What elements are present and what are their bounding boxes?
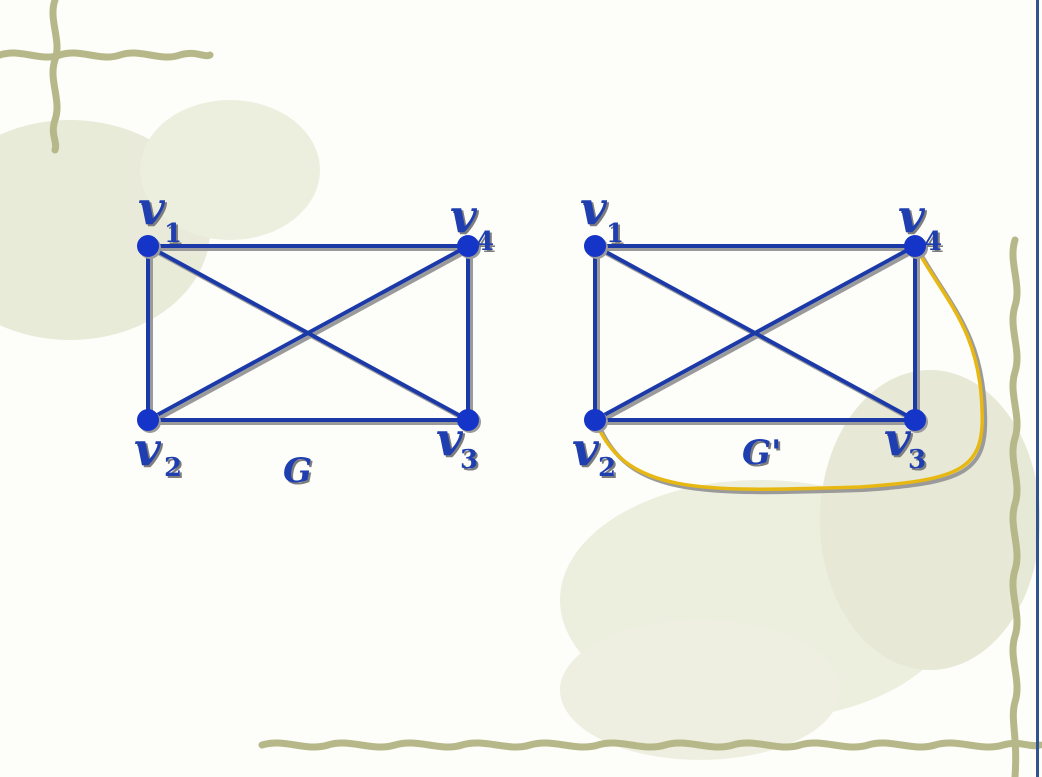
- vertex-label-shadow: v: [582, 183, 610, 237]
- vertex-subscript-shadow: 1: [608, 221, 626, 251]
- vertex-label-v4: v: [450, 189, 478, 243]
- vertex-v3: [904, 409, 926, 431]
- vertex-subscript-v2: 2: [598, 453, 616, 483]
- right-frame-line: [1036, 0, 1039, 777]
- vertex-label-v2: v: [134, 422, 162, 476]
- vertex-label-v3: v: [884, 412, 912, 466]
- vertex-label-shadow: v: [452, 191, 480, 245]
- vertex-label-v1: v: [580, 181, 608, 235]
- vertex-subscript-v3: 3: [460, 445, 478, 475]
- vertex-label-v3: v: [436, 412, 464, 466]
- vertex-label-v2: v: [572, 422, 600, 476]
- vertex-subscript-shadow: 4: [926, 229, 944, 259]
- vertex-subscript-shadow: 1: [166, 221, 184, 251]
- vertex-v3: [457, 409, 479, 431]
- vertex-subscript-v4: 4: [476, 227, 494, 257]
- vine-border-bottom: [258, 739, 1042, 751]
- vertex-subscript-v1: 1: [164, 219, 182, 249]
- vine-border-right: [1009, 236, 1021, 777]
- vertex-subscript-shadow: 4: [478, 229, 496, 259]
- vertex-subscript-shadow: 3: [910, 447, 928, 477]
- vertex-subscript-v4: 4: [924, 227, 942, 257]
- vertex-subscript-v3: 3: [908, 445, 926, 475]
- graph-label-shadow: G': [744, 435, 783, 475]
- vertex-subscript-v2: 2: [164, 453, 182, 483]
- vertex-label-shadow: v: [574, 424, 602, 478]
- graph-label-G: G: [283, 451, 312, 491]
- vertex-label-shadow: v: [438, 414, 466, 468]
- vertex-label-shadow: v: [886, 414, 914, 468]
- vertex-label-v1: v: [138, 181, 166, 235]
- vertex-v1: [584, 235, 606, 257]
- vertex-subscript-shadow: 3: [462, 447, 480, 477]
- vertex-v4: [457, 235, 479, 257]
- vertex-label-shadow: v: [136, 424, 164, 478]
- vertex-v1: [137, 235, 159, 257]
- vertex-v2: [584, 409, 606, 431]
- edge-v2-v4: [593, 244, 917, 422]
- vertex-label-shadow: v: [140, 183, 168, 237]
- vertex-label-v4: v: [898, 189, 926, 243]
- vertex-v2: [137, 409, 159, 431]
- vertex-subscript-shadow: 2: [600, 455, 618, 485]
- extra-edge-v2-v4: [593, 245, 984, 491]
- vertex-label-shadow: v: [900, 191, 928, 245]
- vine-corner-top-left: [0, 0, 214, 154]
- graph-label-G-prime: G': [742, 433, 781, 473]
- vertex-subscript-v1: 1: [606, 219, 624, 249]
- vertex-v4: [904, 235, 926, 257]
- graph-label-shadow: G: [285, 453, 314, 493]
- vertex-subscript-shadow: 2: [166, 455, 184, 485]
- edge-v2-v4: [146, 244, 470, 422]
- floral-background-decoration: [0, 100, 1040, 760]
